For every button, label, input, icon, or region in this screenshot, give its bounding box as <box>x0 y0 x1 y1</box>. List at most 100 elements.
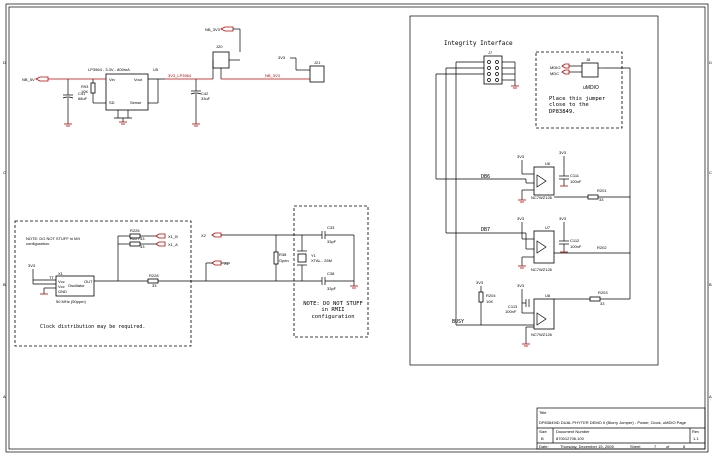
buffer-u6: 3V3 U6 NC7WZ126 3V3 C111 100nF R201 <box>517 150 630 203</box>
pin-icon <box>487 60 491 64</box>
rev-label: Rev <box>692 429 699 434</box>
r203-ref: R203 <box>598 290 608 295</box>
net-x1b: X1_B <box>168 234 178 239</box>
c41-value: 68uF <box>78 96 88 101</box>
reg-pin-vin: Vin <box>109 77 115 82</box>
title-text: DP83849ID DUAL PHYTER DEMO II (Blurry Ju… <box>539 420 687 425</box>
pin-icon <box>495 60 499 64</box>
j8-ref: J8 <box>586 57 591 62</box>
r204-value: 10K <box>486 299 493 304</box>
clock-section: NOTE: DO NOT STUFF in MII configuration.… <box>14 220 276 347</box>
buffer-u8: 3V3 R204 10K 3V3 C113 100nF U8 NC7WZ126 … <box>476 280 630 347</box>
resistor-r93 <box>90 82 96 94</box>
umdio-label: uMDIO <box>583 85 599 91</box>
row-marker-b: B <box>3 282 6 287</box>
r38-value: Open <box>279 258 289 263</box>
buffer-icon <box>536 240 547 254</box>
crystal-y1 <box>297 253 307 263</box>
net-db7: DB7 <box>481 227 490 233</box>
j21-ref: J21 <box>314 60 321 65</box>
net-port-mdio <box>561 63 570 69</box>
j7-ref: J7 <box>488 50 493 55</box>
resistor-r201 <box>587 194 599 200</box>
net-port-x1 <box>211 260 222 266</box>
power-section: NB_5V C41 68uF R93 10K LP3964 - 3.3V - 8… <box>22 26 325 127</box>
sheet-inner-border <box>8 6 706 450</box>
c111-ref: C111 <box>570 173 580 178</box>
integrity-section: Integrity Interface J7 DB6 DB7 BUSY MDI <box>409 15 659 366</box>
sheet-value: 7 <box>654 444 657 449</box>
title-block: Title DP83849ID DUAL PHYTER DEMO II (Blu… <box>536 407 706 450</box>
row-marker-c: C <box>3 170 6 175</box>
pin-icon <box>495 72 499 76</box>
r228-ref: R228 <box>149 273 159 278</box>
net-port-nb3v3 <box>220 26 234 32</box>
r226-value: 33 <box>140 236 145 241</box>
row-marker-a: A <box>3 394 6 399</box>
umdio-box <box>535 51 623 129</box>
row-marker-b-right: B <box>709 282 712 287</box>
r204-ref: R204 <box>486 293 496 298</box>
buffer-icon <box>536 174 547 188</box>
c33-ref: C33 <box>327 225 335 230</box>
osc-ref: X1 <box>58 271 64 276</box>
resistor-r204 <box>478 291 484 303</box>
r203-value: 33 <box>600 301 605 306</box>
c38-value: 33pF <box>327 286 337 291</box>
buffer-u7: 3V3 U7 NC7WZ126 3V3 C112 100nF R202 <box>517 216 630 272</box>
osc-pin-vcc2: Vcc <box>58 284 65 289</box>
u6-ref: U6 <box>545 161 551 166</box>
u7-net-3v3: 3V3 <box>517 216 525 221</box>
c111-value: 100nF <box>570 179 582 184</box>
integrity-frame <box>409 15 659 366</box>
u7-ref: U7 <box>545 225 551 230</box>
osc-pin-out: OUT <box>84 279 93 284</box>
r201-ref: R201 <box>597 188 607 193</box>
of-value: 8 <box>683 444 686 449</box>
r227-value: 33 <box>140 244 145 249</box>
y1-value: XTAL - 25M <box>311 258 332 263</box>
chip-u8 <box>533 298 555 330</box>
of-label: of <box>666 444 670 449</box>
net-label-nb3v3-top: NB_3V3 <box>205 27 221 32</box>
pin-icon <box>487 72 491 76</box>
osc-pin-tt: TT <box>49 275 54 280</box>
c112-ref: C112 <box>570 238 580 243</box>
r201-value: 33 <box>599 197 604 202</box>
crystal-note: NOTE: DO NOT STUFF in RMII configuration <box>303 301 363 320</box>
c33-value: 33pF <box>327 239 337 244</box>
net-label-3v3-j21: 3V3 <box>278 55 286 60</box>
crystal-dashed-box <box>293 205 369 338</box>
r228-value: 33 <box>152 283 157 288</box>
oscillator-x1 <box>55 275 95 297</box>
c41-ref: C41 <box>78 91 86 96</box>
reg-pin-sense: Sense <box>130 100 142 105</box>
net-busy: BUSY <box>452 319 464 325</box>
header-j8 <box>581 62 599 78</box>
u7-cap-net: 3V3 <box>559 216 567 221</box>
net-port-x1a <box>155 241 166 247</box>
doc-label: Document Number <box>556 429 590 434</box>
clock-note: NOTE: DO NOT STUFF in MII configuration. <box>26 236 80 246</box>
osc-net-3v3: 3V3 <box>28 263 36 268</box>
c42-ref: C42 <box>201 91 209 96</box>
pin-icon <box>495 78 499 82</box>
u8-ref: U8 <box>545 293 551 298</box>
title-block-frame <box>536 407 706 450</box>
r227-ref: R227 <box>130 236 140 241</box>
umdio-note: Place this jumper close to the DP83849. <box>549 96 605 115</box>
crystal-section: R38 Open Y1 XTAL - 25M C33 33pF C38 33pF… <box>273 205 369 338</box>
u7-part: NC7WZ126 <box>531 267 553 272</box>
net-port-mdc <box>561 69 570 75</box>
osc-pin-vcc1: Vcc <box>58 279 65 284</box>
pin-icon <box>487 78 491 82</box>
clock-footer: Clock distribution may be required. <box>40 324 145 330</box>
r38-ref: R38 <box>279 252 287 257</box>
c113-ref: C113 <box>508 304 518 309</box>
net-label-3v3-lp: 3V3_LP3964 <box>168 73 192 78</box>
net-port-x2 <box>211 232 222 238</box>
c42-value: 33uF <box>201 96 211 101</box>
size-value: B <box>541 436 544 441</box>
chip-u6 <box>533 166 555 196</box>
resistor-r203 <box>589 296 601 302</box>
